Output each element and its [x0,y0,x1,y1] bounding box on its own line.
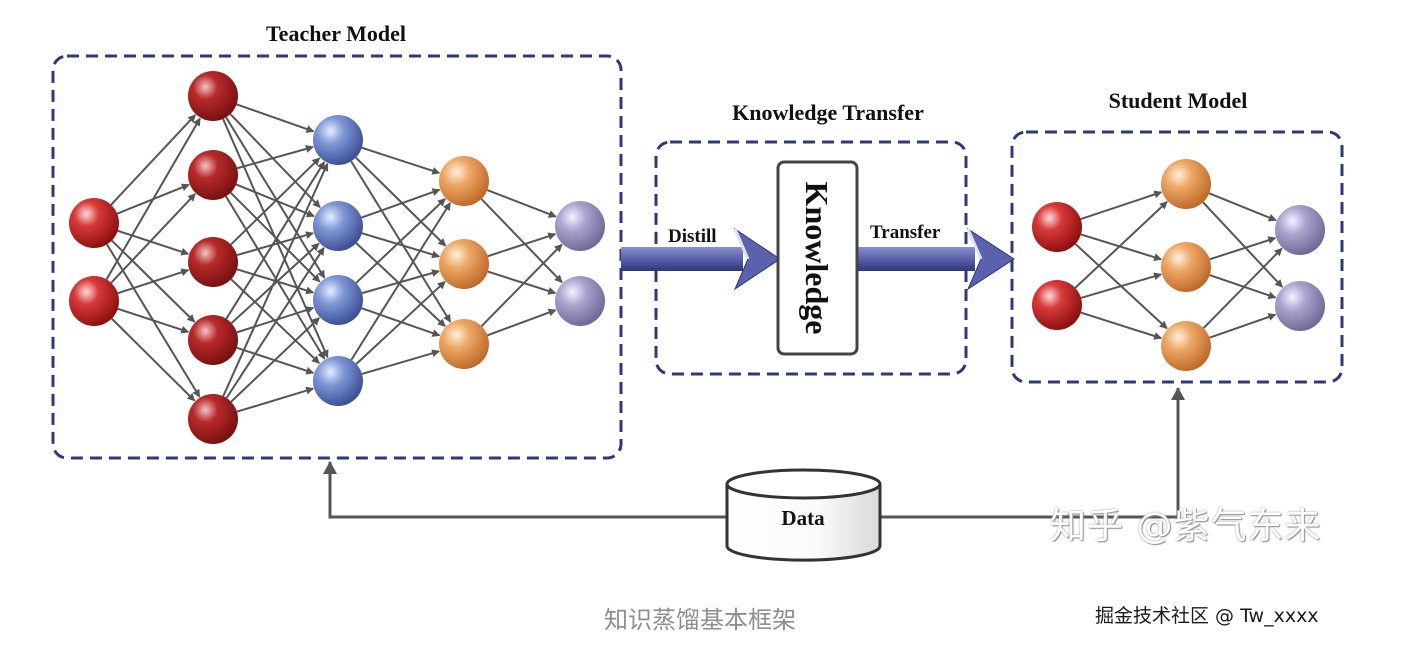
watermark: 知乎 @紫气东来 [1050,506,1322,547]
teacher-edge [225,195,326,360]
teacher-node-layer-2 [188,71,238,121]
teacher-edge [230,242,320,324]
teacher-node-layer-2 [188,315,238,365]
student-edge [1209,236,1277,261]
teacher-edge [236,386,315,413]
student-node-layer-1 [1032,202,1082,252]
teacher-edge [480,198,563,284]
data-to-student-line [880,387,1185,519]
student-network [1032,159,1325,371]
student-edge [1080,190,1163,221]
data-to-teacher-line [323,461,727,519]
teacher-model-title: Teacher Model [266,21,406,46]
figure-caption: 知识蒸馏基本框架 [604,606,796,634]
teacher-edge [350,202,451,361]
distill-arrow [621,227,781,291]
teacher-edge [236,306,315,334]
teacher-edge [487,270,557,295]
teacher-edge [236,231,314,257]
student-edge [1080,272,1163,299]
teacher-edge [225,161,326,320]
teacher-node-layer-3 [313,115,363,165]
teacher-edge [222,162,329,397]
teacher-edge [229,191,321,283]
teacher-edge [355,242,446,327]
knowledge-transfer-title: Knowledge Transfer [732,100,924,125]
student-edge [1080,233,1163,262]
transfer-arrow [858,227,1015,291]
teacher-edge [361,349,441,375]
student-model-title: Student Model [1109,88,1248,113]
teacher-node-layer-4 [439,239,489,289]
student-node-layer-1 [1032,280,1082,330]
teacher-connections [105,103,563,413]
knowledge-box [776,160,859,356]
student-connections [1074,190,1283,340]
student-edge [1080,311,1163,340]
teacher-edge [355,198,446,284]
student-node-layer-3 [1275,281,1325,331]
student-edge [1074,201,1168,289]
teacher-node-layer-5 [555,201,605,251]
teacher-node-layer-3 [313,201,363,251]
teacher-edge [236,145,314,170]
teacher-edge [117,307,190,334]
teacher-edge [225,246,325,399]
data-label: Data [781,506,825,530]
teacher-edge [361,146,441,175]
teacher-node-layer-1 [69,198,119,248]
teacher-node-layer-5 [555,276,605,326]
teacher-edge [355,280,446,365]
teacher-edge [105,117,201,280]
knowledge-label: Knowledge [799,182,835,335]
teacher-node-layer-3 [313,275,363,325]
student-node-layer-2 [1161,321,1211,371]
teacher-edge [110,114,196,206]
student-node-layer-2 [1161,159,1211,209]
teacher-edge [361,188,441,219]
teacher-edge [111,317,196,402]
teacher-network [69,71,605,444]
data-cylinder [725,468,882,562]
teacher-node-layer-2 [188,394,238,444]
distill-label: Distill [668,226,717,247]
teacher-edge [230,317,320,403]
teacher-edge [487,308,557,337]
teacher-edge [236,103,315,133]
teacher-node-layer-2 [188,237,238,287]
teacher-edge [110,193,196,284]
transfer-label: Transfer [870,222,941,243]
teacher-edge [117,229,190,256]
teacher-edge [117,268,190,295]
source-credit: 掘金技术社区 @ Tw_xxxx [1095,605,1319,627]
student-edge [1202,247,1283,329]
student-edge [1208,192,1277,222]
teacher-edge [480,243,563,327]
student-node-layer-2 [1161,242,1211,292]
teacher-edge [487,232,557,258]
teacher-edge [225,116,326,279]
teacher-node-layer-4 [439,156,489,206]
student-node-layer-3 [1275,205,1325,255]
teacher-edge [355,156,447,247]
student-edge [1209,313,1277,339]
teacher-edge [361,232,441,259]
teacher-node-layer-3 [313,356,363,406]
teacher-node-layer-1 [69,276,119,326]
student-edge [1209,274,1277,300]
teacher-edge [486,189,557,218]
teacher-node-layer-2 [188,150,238,200]
student-edge [1202,201,1283,288]
teacher-node-layer-4 [439,319,489,369]
teacher-edge [230,157,321,246]
